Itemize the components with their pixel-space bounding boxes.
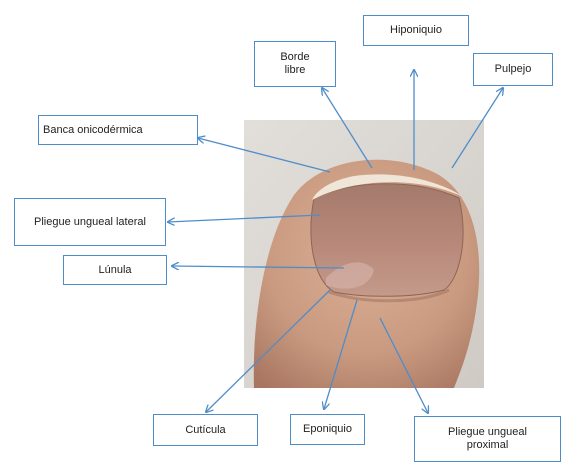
- toe-nail-photo: [244, 120, 484, 388]
- label-cuticula-text: Cutícula: [185, 424, 225, 437]
- label-eponiquio-text: Eponiquio: [303, 423, 352, 436]
- label-pulpejo: Pulpejo: [473, 53, 553, 86]
- label-hiponiquio-text: Hiponiquio: [390, 24, 442, 37]
- label-borde-libre: Borde libre: [254, 41, 336, 87]
- label-cuticula: Cutícula: [153, 414, 258, 446]
- toe-illustration: [244, 120, 484, 388]
- label-banca-onicodermica: Banca onicodérmica: [38, 115, 198, 145]
- label-borde-libre-text: Borde libre: [271, 51, 319, 77]
- label-pulpejo-text: Pulpejo: [495, 63, 532, 76]
- label-eponiquio: Eponiquio: [290, 414, 365, 445]
- label-pliegue-ungueal-proximal: Pliegue ungueal proximal: [414, 416, 561, 462]
- label-pliegue-ungueal-proximal-text: Pliegue ungueal proximal: [430, 426, 545, 452]
- label-pliegue-ungueal-lateral: Pliegue ungueal lateral: [14, 198, 166, 246]
- label-banca-onicodermica-text: Banca onicodérmica: [43, 124, 143, 137]
- label-hiponiquio: Hiponiquio: [363, 15, 469, 46]
- label-pliegue-ungueal-lateral-text: Pliegue ungueal lateral: [30, 216, 150, 229]
- label-lunula: Lúnula: [63, 255, 167, 285]
- label-lunula-text: Lúnula: [98, 264, 131, 277]
